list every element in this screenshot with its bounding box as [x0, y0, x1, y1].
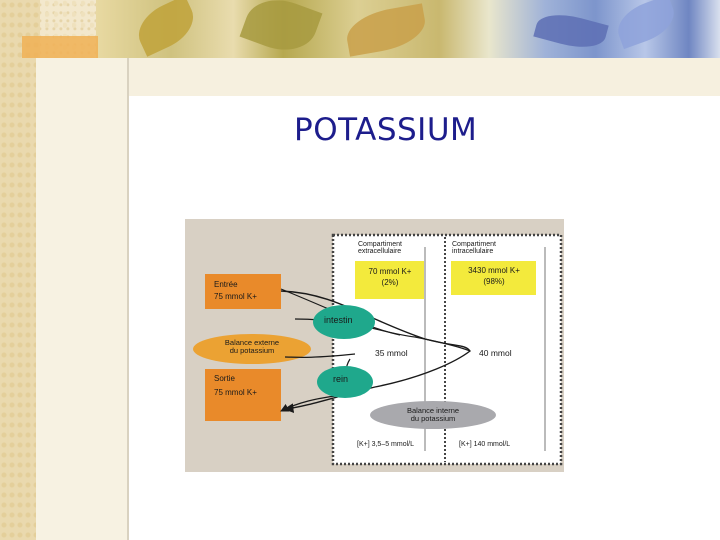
balance-externe-oval — [193, 334, 311, 364]
diagram-graphics — [193, 233, 563, 466]
intestin-oval — [313, 305, 375, 339]
conc-intra-label: [K+] 140 mmol/L — [459, 441, 511, 448]
flow-right-label: 40 mmol — [479, 348, 512, 358]
rein-label: rein — [333, 374, 349, 384]
entree-box — [205, 274, 281, 309]
top-decorative-banner — [96, 0, 720, 58]
balance-interne-oval — [370, 401, 496, 429]
intra-potassium-box — [451, 261, 536, 295]
conc-extra-label: [K+] 3,5–5 mmol/L — [357, 441, 415, 448]
sortie-box — [205, 369, 281, 421]
intestin-label: intestin — [324, 315, 353, 325]
rein-oval — [317, 366, 373, 398]
left-decorative-strip — [0, 0, 40, 540]
orange-accent-bar — [22, 36, 98, 58]
extra-potassium-box — [355, 261, 424, 299]
page-title: POTASSIUM — [294, 112, 478, 148]
panel-left-shadow — [36, 58, 128, 540]
panel-top-shadow — [36, 58, 720, 96]
panel-edge — [127, 58, 129, 540]
extra-potassium-label: 70 mmol K+(2%) — [368, 267, 412, 288]
intra-potassium-label: 3430 mmol K+(98%) — [468, 266, 520, 287]
flow-left-label: 35 mmol — [375, 348, 408, 358]
